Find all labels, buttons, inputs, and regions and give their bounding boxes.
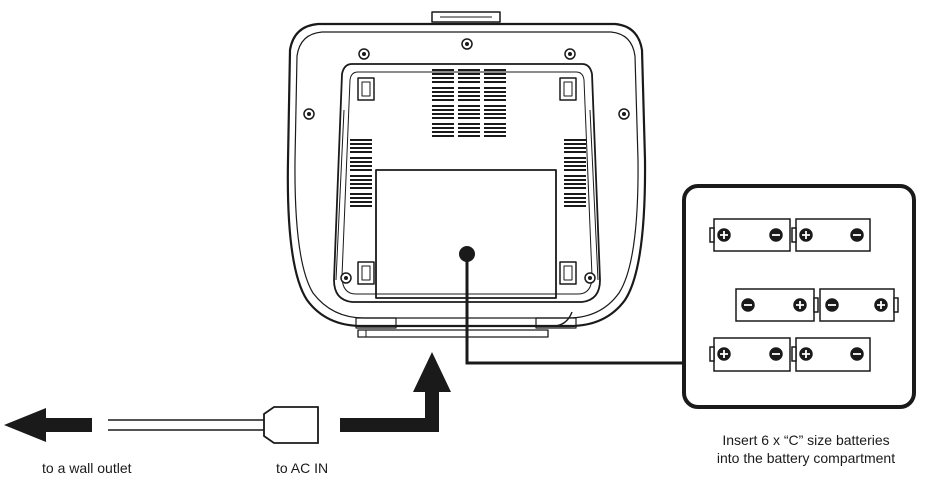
plug-icon — [263, 406, 319, 444]
up-arrow-icon — [340, 352, 451, 432]
battery-icon — [791, 218, 871, 252]
caption-battery-line-1: Insert 6 x “C” size batteries — [722, 432, 890, 448]
batteries — [709, 218, 899, 372]
caption-wall-outlet: to a wall outlet — [42, 460, 132, 476]
caption-battery-line-2: into the battery compartment — [716, 450, 896, 466]
battery-icon — [709, 218, 791, 252]
caption-ac-in: to AC IN — [276, 460, 329, 476]
battery-callout-line — [459, 246, 686, 365]
radio-back-panel — [286, 11, 647, 338]
battery-icon — [791, 337, 871, 372]
power-cord — [108, 419, 264, 431]
left-arrow-icon — [4, 408, 92, 442]
vent-grille — [349, 69, 587, 207]
caption-battery-instructions: Insert 6 x “C” size batteries into the b… — [683, 431, 929, 467]
battery-icon — [819, 288, 899, 322]
battery-icon — [735, 288, 819, 322]
battery-icon — [709, 337, 791, 372]
